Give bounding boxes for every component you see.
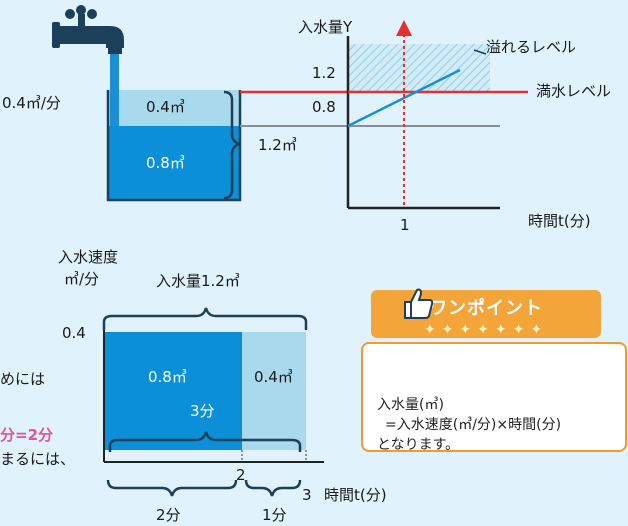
brace-left-label: 2分 — [156, 506, 181, 524]
speed-axis-label: 入水速度 — [58, 248, 119, 266]
upper-volume-label: 0.4㎥ — [146, 98, 185, 116]
one-point-line1: 入水量(㎥) — [377, 397, 444, 413]
x-tick-2: 2 — [236, 466, 246, 484]
rate-label: 0.4㎥/分 — [2, 94, 61, 112]
overflow-pointer — [473, 49, 487, 55]
one-point-line2: =入水速度(㎥/分)×時間(分) — [385, 417, 562, 433]
lower-volume-label: 0.8㎥ — [146, 154, 185, 172]
tick-y-upper: 1.2 — [312, 64, 336, 82]
brace-total-label: 1.2㎥ — [258, 136, 297, 154]
one-point-box: 入水量(㎥) =入水速度(㎥/分)×時間(分) となります。 ワンポイント ✦✦… — [357, 284, 627, 464]
arrow-up-icon — [396, 20, 412, 36]
cut-text-line2: 分=2分 — [0, 426, 54, 444]
x-axis-label: 時間t(分) — [528, 212, 591, 230]
minutes-inside-label: 3分 — [190, 402, 215, 420]
tick-x-1: 1 — [400, 216, 410, 234]
sparkle-icons: ✦✦✦✦✦✦✦ — [423, 322, 549, 338]
water-tank — [106, 90, 242, 202]
full-level-label: 満水レベル — [536, 82, 612, 100]
speed-tick: 0.4 — [62, 324, 86, 342]
overflow-level-label: 溢れるレベル — [486, 38, 577, 56]
tick-y-lower: 0.8 — [312, 98, 336, 116]
overflow-zone — [348, 44, 490, 92]
cut-text-line1: めには — [0, 370, 46, 388]
left-block-label: 0.8㎥ — [148, 368, 187, 386]
bottom-chart — [102, 307, 324, 497]
brace-right-label: 1分 — [262, 506, 287, 524]
one-point-title: ワンポイント — [429, 298, 543, 319]
cut-text-line3: まるには、 — [0, 450, 76, 468]
one-point-line3: となります。 — [377, 437, 460, 453]
bottom-x-axis-label: 時間t(分) — [324, 486, 387, 504]
brace-total — [223, 90, 241, 200]
y-axis-label: 入水量Y — [298, 18, 353, 36]
right-block-label: 0.4㎥ — [254, 368, 293, 386]
speed-axis-unit: ㎥/分 — [64, 270, 100, 288]
thumbs-up-icon — [404, 288, 434, 319]
inflow-line — [347, 68, 461, 128]
one-point-body: 入水量(㎥) =入水速度(㎥/分)×時間(分) となります。 — [361, 342, 627, 453]
faucet-icon — [52, 5, 124, 54]
x-tick-3: 3 — [302, 486, 312, 504]
total-volume-label: 入水量1.2㎥ — [156, 272, 240, 290]
